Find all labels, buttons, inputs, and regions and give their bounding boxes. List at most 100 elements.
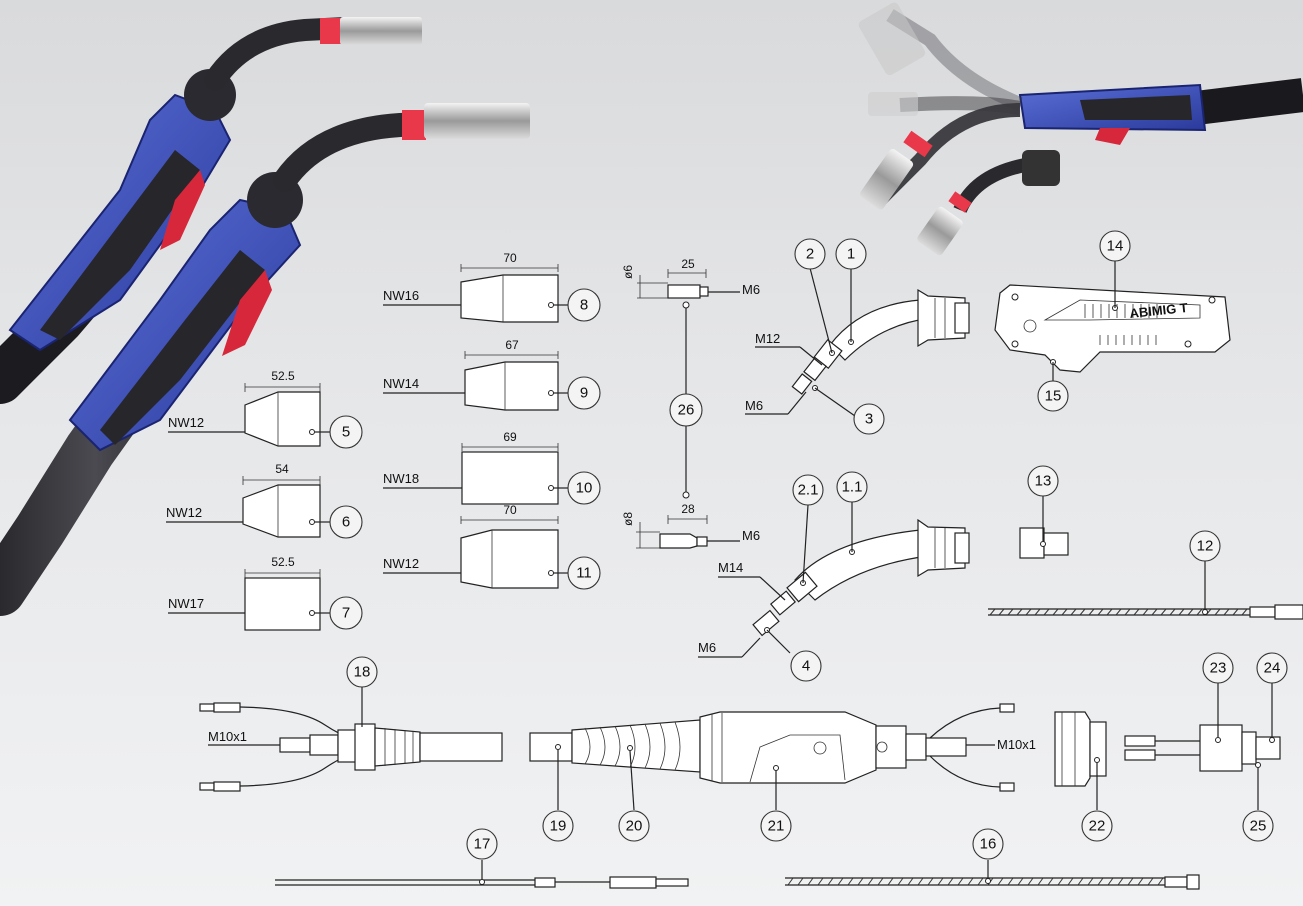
liner-hatch-mark: [1097, 608, 1104, 616]
liner-hatch-mark: [1232, 608, 1239, 616]
svg-text:1: 1: [847, 246, 855, 263]
part-13-and-liner-12: [988, 496, 1303, 620]
liner-hatch-mark: [1142, 608, 1149, 616]
torch-photo-left: [0, 17, 530, 616]
liner-hatch-mark: [1034, 608, 1041, 616]
liner-hatch-mark: [1070, 608, 1077, 616]
liner-hatch-mark: [1047, 877, 1054, 886]
liner-hatch-mark: [1241, 608, 1248, 616]
dim-length-8: 70: [503, 251, 517, 265]
svg-text:2.1: 2.1: [798, 482, 819, 499]
callout-1-1: 1.1: [836, 471, 868, 503]
tip-upper-diameter: ø6: [621, 265, 635, 279]
svg-text:16: 16: [980, 836, 997, 853]
svg-text:18: 18: [354, 664, 371, 681]
svg-text:4: 4: [802, 658, 810, 675]
neck-lower-thread-2: M6: [698, 640, 716, 655]
liner-hatch-mark: [857, 877, 864, 886]
callout-26: 26: [669, 393, 703, 427]
svg-text:25: 25: [1250, 818, 1267, 835]
liner-hatch-mark: [1027, 877, 1034, 886]
svg-text:6: 6: [342, 514, 350, 531]
nozzle-label-9-text: NW14: [383, 376, 419, 391]
liner-hatch-mark: [1160, 608, 1167, 616]
liner-hatch-mark: [927, 877, 934, 886]
callout-2: 2: [794, 238, 826, 270]
callout-12: 12: [1189, 530, 1221, 562]
liner-hatch-mark: [1087, 877, 1094, 886]
liner-hatch-mark: [998, 608, 1005, 616]
callout-23: 23: [1202, 652, 1234, 684]
liner-hatch-mark: [917, 877, 924, 886]
callout-13: 13: [1027, 465, 1059, 497]
callout-1: 1: [835, 238, 867, 270]
svg-text:2: 2: [806, 246, 814, 263]
nozzle-label-6: NW12: [166, 505, 202, 520]
nozzle-group-left: 52.5 NW12 54 NW12 52.5 NW17: [166, 369, 330, 631]
torch-photo-right: [858, 2, 1303, 256]
liner-hatch-mark: [897, 877, 904, 886]
neck-lower-thread-1-text: M14: [718, 560, 743, 575]
liner-hatch-mark: [1043, 608, 1050, 616]
callout-8: 8: [567, 288, 601, 322]
neck-upper-thread-1: M12: [755, 331, 780, 346]
callout-19: 19: [542, 810, 574, 842]
svg-text:24: 24: [1264, 660, 1281, 677]
liner-hatch-mark: [787, 877, 794, 886]
callout-14: 14: [1099, 230, 1131, 262]
callout-16: 16: [972, 828, 1004, 860]
liner-hatch-mark: [1124, 608, 1131, 616]
dim-length-6: 54: [275, 462, 289, 476]
liner-hatch-mark: [989, 608, 996, 616]
callout-21: 21: [760, 810, 792, 842]
nozzle-label-7: NW17: [168, 596, 204, 611]
liner-hatch-mark: [867, 877, 874, 886]
tip-lower-thread: M6: [742, 528, 760, 543]
liner-16: [785, 860, 1200, 890]
liner-hatch-mark: [1133, 608, 1140, 616]
svg-text:11: 11: [576, 565, 592, 582]
svg-text:17: 17: [474, 836, 491, 853]
svg-text:23: 23: [1210, 660, 1227, 677]
svg-text:20: 20: [626, 818, 643, 835]
liner-hatch-mark: [1117, 877, 1124, 886]
callout-2-1: 2.1: [792, 474, 824, 506]
callout-5: 5: [329, 415, 363, 449]
liner-hatch-mark: [1052, 608, 1059, 616]
liner-hatch-mark: [1079, 608, 1086, 616]
callout-25: 25: [1242, 810, 1274, 842]
callout-20: 20: [618, 810, 650, 842]
liner-hatch-mark: [1088, 608, 1095, 616]
callout-24: 24: [1256, 652, 1288, 684]
svg-text:19: 19: [550, 818, 567, 835]
callout-22: 22: [1081, 810, 1113, 842]
callout-6: 6: [329, 505, 363, 539]
svg-text:15: 15: [1045, 388, 1062, 405]
nozzle-label-5: NW12: [168, 415, 204, 430]
liner-hatch-mark: [1097, 877, 1104, 886]
nozzle-label-11: NW12: [383, 556, 419, 571]
liner-hatch-mark: [1106, 608, 1113, 616]
liner-hatch-mark: [1017, 877, 1024, 886]
liner-hatch-mark: [817, 877, 824, 886]
svg-text:10: 10: [576, 480, 593, 497]
svg-text:21: 21: [768, 818, 785, 835]
liner-hatch-mark: [977, 877, 984, 886]
dim-length-5: 52.5: [271, 369, 295, 383]
callout-15: 15: [1037, 380, 1069, 412]
callout-4: 4: [790, 650, 822, 682]
liner-hatch-mark: [1057, 877, 1064, 886]
svg-text:22: 22: [1089, 818, 1106, 835]
svg-text:13: 13: [1035, 473, 1052, 490]
liner-hatch-mark: [1067, 877, 1074, 886]
liner-hatch-mark: [1147, 877, 1154, 886]
callout-17: 17: [466, 828, 498, 860]
torch-neck-upper: M12 M6: [745, 267, 970, 417]
svg-text:12: 12: [1197, 538, 1214, 555]
liner-hatch-mark: [1151, 608, 1158, 616]
nozzle-label-8: NW16: [383, 288, 419, 303]
svg-text:3: 3: [865, 411, 873, 428]
liner-hatch-mark: [1037, 877, 1044, 886]
callout-3: 3: [853, 403, 885, 435]
